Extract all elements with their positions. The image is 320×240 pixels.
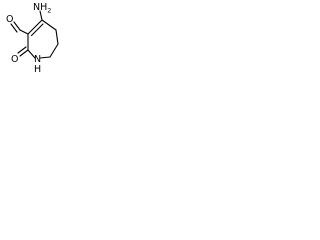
bond-c2-o-double — [17, 46, 27, 54]
ring-nh-hydrogen-label: H — [34, 64, 41, 75]
bond-c4-c5 — [41, 19, 57, 31]
aldehyde-oxygen-label: O — [6, 14, 13, 25]
bond-c6-c7 — [49, 43, 59, 58]
structure-canvas: NH2 O O N H — [0, 0, 80, 81]
bond-c4-n-amine — [39, 10, 43, 21]
bond-cho-o — [13, 21, 21, 31]
bond-c2-o — [19, 49, 29, 57]
bond-c7-n1 — [39, 56, 51, 59]
bond-n1-c2 — [27, 49, 36, 59]
bond-c3-cho — [19, 29, 29, 35]
ring-nitrogen-label: N — [34, 54, 41, 65]
amine-label: NH2 — [33, 2, 51, 15]
bond-c3-c4 — [27, 19, 43, 35]
bond-cho-o-double — [10, 23, 18, 33]
carbonyl-oxygen-label: O — [11, 54, 18, 65]
molecule-structure: NH2 O O N H — [6, 2, 59, 75]
bond-c5-c6 — [55, 29, 59, 45]
bond-c3-c4-double — [30, 23, 44, 37]
